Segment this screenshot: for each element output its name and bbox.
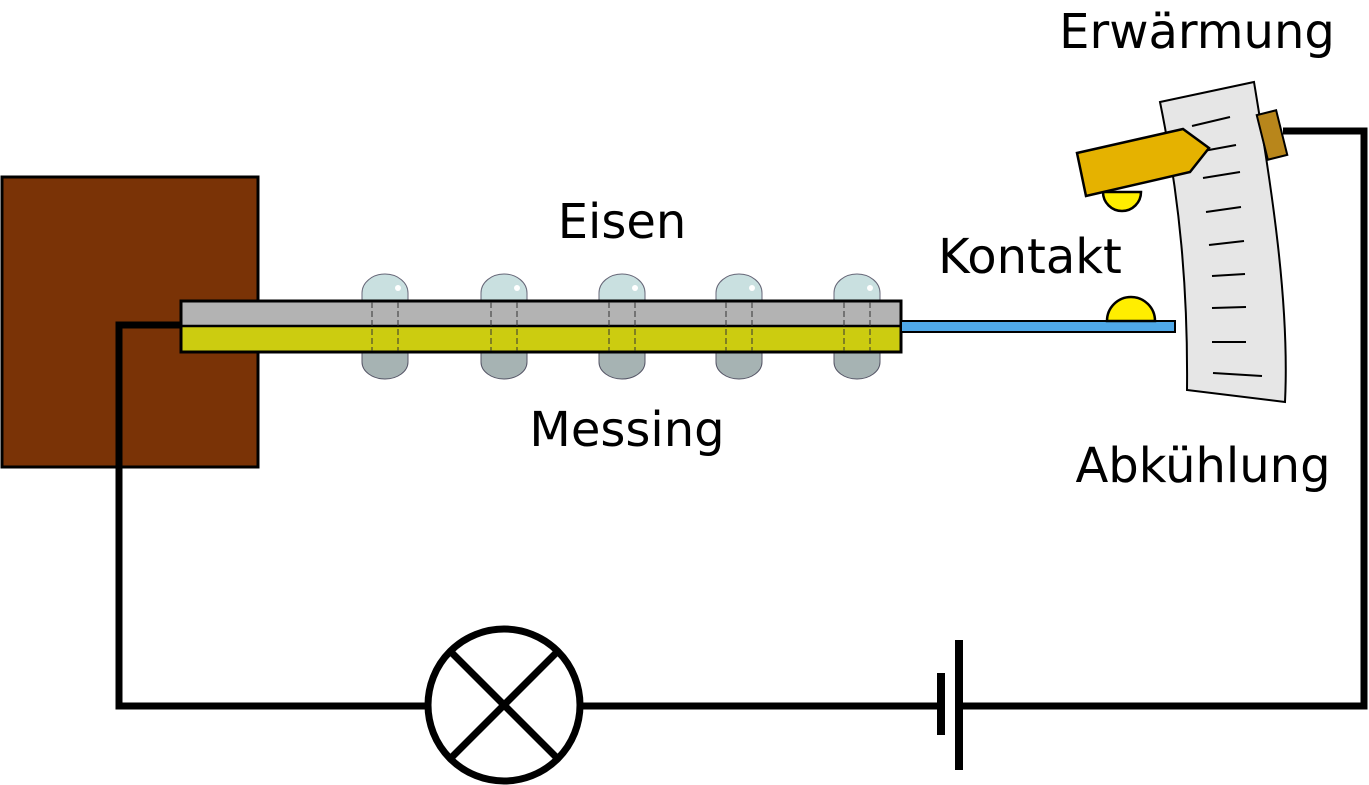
rivets-bottom [361, 351, 881, 380]
rivet-shafts [371, 302, 871, 351]
iron-strip [181, 301, 901, 326]
contact-point-upper [1101, 190, 1143, 213]
wire-right [959, 127, 1368, 710]
label-brass: Messing [529, 402, 724, 458]
label-contact: Kontakt [938, 229, 1122, 285]
contact-point-lower [1105, 295, 1157, 323]
bimetal-strip [179, 299, 903, 354]
label-cooling: Abkühlung [1075, 438, 1330, 494]
contact-spring [900, 320, 1176, 333]
wire-over-block [115, 321, 182, 467]
rivet-highlights [395, 285, 873, 291]
scale-ticks [1191, 116, 1263, 377]
lamp-symbol-icon [424, 625, 584, 785]
battery-symbol-icon [937, 640, 963, 770]
adjuster-knob [1255, 109, 1289, 161]
label-heating: Erwärmung [1059, 4, 1335, 60]
rivets-top [361, 273, 881, 303]
brass-strip [181, 326, 901, 352]
label-iron: Eisen [558, 194, 687, 250]
adjusting-screw [1075, 127, 1211, 198]
